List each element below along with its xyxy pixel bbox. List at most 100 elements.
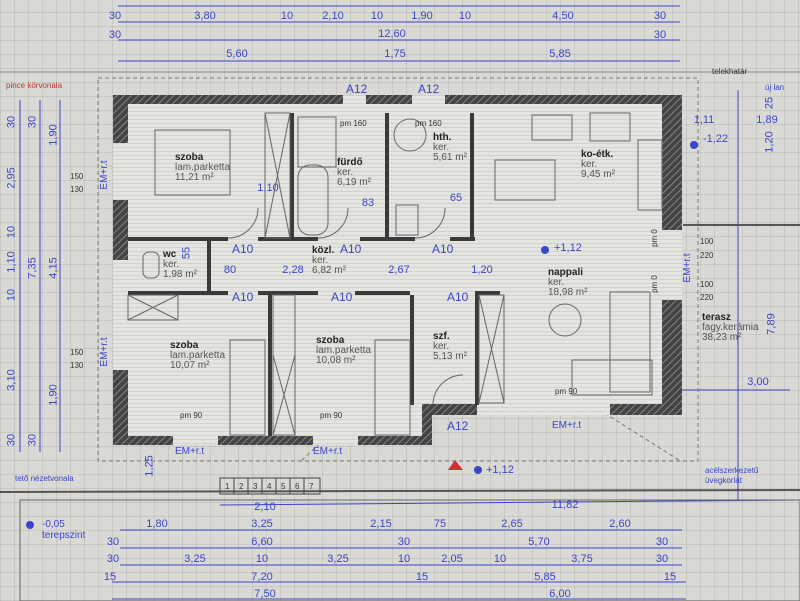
dim: 1,89 bbox=[756, 114, 778, 126]
level-marker: +1,12 bbox=[486, 464, 514, 476]
room-utility: hth.ker.5,61 m² bbox=[433, 133, 467, 163]
dim: 30 bbox=[655, 553, 669, 565]
room-area: 1,98 m² bbox=[163, 269, 197, 280]
window-height: 150 bbox=[70, 172, 84, 181]
dim: 83 bbox=[361, 197, 375, 209]
dim: 30 bbox=[108, 10, 122, 22]
outer-walls bbox=[113, 95, 682, 445]
dim: 30 bbox=[106, 553, 120, 565]
door-tag: A12 bbox=[418, 82, 440, 96]
dim: 2,60 bbox=[609, 518, 631, 530]
window-label: EM+r.t bbox=[313, 446, 343, 457]
window-tag: pm 90 bbox=[180, 411, 203, 420]
step: 6 bbox=[295, 482, 300, 491]
room-name: terasz bbox=[702, 312, 731, 323]
window-tag-pm0: pm 0 bbox=[650, 275, 659, 293]
window-tag: pm 160 bbox=[340, 119, 367, 128]
level-marker: +1,12 bbox=[554, 242, 582, 254]
dim: 30 bbox=[655, 536, 669, 548]
dim: 3,00 bbox=[747, 376, 769, 388]
dim: 30 bbox=[653, 10, 667, 22]
window-label: EM+r.t bbox=[552, 420, 582, 431]
dim: 5,70 bbox=[528, 536, 550, 548]
room-floor: lam.parketta bbox=[170, 350, 226, 361]
dim: 7,50 bbox=[254, 588, 276, 600]
dim: 30 bbox=[397, 536, 411, 548]
dim: 1,11 bbox=[693, 114, 715, 126]
window-label: EM+r.t bbox=[175, 446, 205, 457]
window-label: EM+r.t bbox=[682, 253, 693, 283]
dimension-lines bbox=[19, 5, 800, 600]
dim: 11,82 bbox=[551, 499, 579, 511]
step: 7 bbox=[309, 482, 314, 491]
room-floor: ker. bbox=[548, 277, 565, 288]
dim: 5,85 bbox=[534, 571, 556, 583]
dim: 5,60 bbox=[226, 48, 248, 60]
room-name: wc bbox=[163, 249, 177, 260]
door-tag: A10 bbox=[340, 242, 362, 256]
dim: 12,60 bbox=[378, 28, 406, 40]
dim: 1,10 bbox=[257, 182, 279, 194]
door-tag: A12 bbox=[346, 82, 368, 96]
dim: 10 bbox=[280, 10, 294, 22]
dim: 10 bbox=[5, 288, 18, 302]
room-floor: ker. bbox=[581, 159, 598, 170]
room-floor: ker. bbox=[163, 259, 180, 270]
dim: 1,90 bbox=[411, 10, 433, 22]
dim: 10 bbox=[370, 10, 384, 22]
room-name: szoba bbox=[316, 335, 345, 346]
room-floor: ker. bbox=[312, 255, 329, 266]
dim: 6,00 bbox=[549, 588, 571, 600]
dim: 10 bbox=[255, 553, 269, 565]
railing-label: acélszerkezetű bbox=[705, 466, 759, 475]
room-floor: ker. bbox=[337, 167, 354, 178]
dim: 2,65 bbox=[501, 518, 523, 530]
room-closet: szf.ker.5,13 m² bbox=[433, 332, 467, 362]
window-height: 100 bbox=[700, 280, 714, 289]
room-area: 5,61 m² bbox=[433, 152, 467, 163]
step: 3 bbox=[253, 482, 258, 491]
dim: 2,28 bbox=[282, 264, 304, 276]
entrance-stairs bbox=[219, 477, 321, 495]
dim: 10 bbox=[458, 10, 472, 22]
terrain-level: -0,05 bbox=[42, 519, 65, 530]
dim: 3,25 bbox=[251, 518, 273, 530]
dim: 2,15 bbox=[370, 518, 392, 530]
dim: 15 bbox=[103, 571, 117, 583]
inner-walls bbox=[128, 113, 500, 436]
dim: 7,89 bbox=[765, 313, 778, 335]
step: 5 bbox=[281, 482, 286, 491]
room-floor: lam.parketta bbox=[316, 345, 372, 356]
dim: 1,20 bbox=[763, 131, 776, 153]
room-area: 10,07 m² bbox=[170, 360, 210, 371]
window-sill: 130 bbox=[70, 185, 84, 194]
dim: 3,25 bbox=[184, 553, 206, 565]
room-area: 38,23 m² bbox=[702, 332, 742, 343]
room-floor: lam.parketta bbox=[175, 162, 231, 173]
door-tag: A12 bbox=[447, 419, 469, 433]
dim: 30 bbox=[26, 433, 39, 447]
dim: 30 bbox=[106, 536, 120, 548]
window-height: 220 bbox=[700, 251, 714, 260]
room-kitchen-dining: ko-étk.ker.9,45 m² bbox=[581, 150, 615, 180]
dim: 2,10 bbox=[322, 10, 344, 22]
dim: 55 bbox=[180, 246, 193, 260]
room-area: 6,82 m² bbox=[312, 265, 346, 276]
dim: 3,75 bbox=[571, 553, 593, 565]
room-floor: ker. bbox=[433, 341, 450, 352]
dim: 1,80 bbox=[146, 518, 168, 530]
door-tag: A10 bbox=[232, 242, 254, 256]
step: 4 bbox=[267, 482, 272, 491]
dim: 5,85 bbox=[549, 48, 571, 60]
room-name: nappali bbox=[548, 267, 584, 278]
dim: 15 bbox=[415, 571, 429, 583]
dim: 10 bbox=[5, 225, 18, 239]
basement-outline-label: pince körvonala bbox=[6, 81, 63, 90]
room-area: 6,19 m² bbox=[337, 177, 371, 188]
railing-label-2: üvegkorlát bbox=[705, 476, 742, 485]
